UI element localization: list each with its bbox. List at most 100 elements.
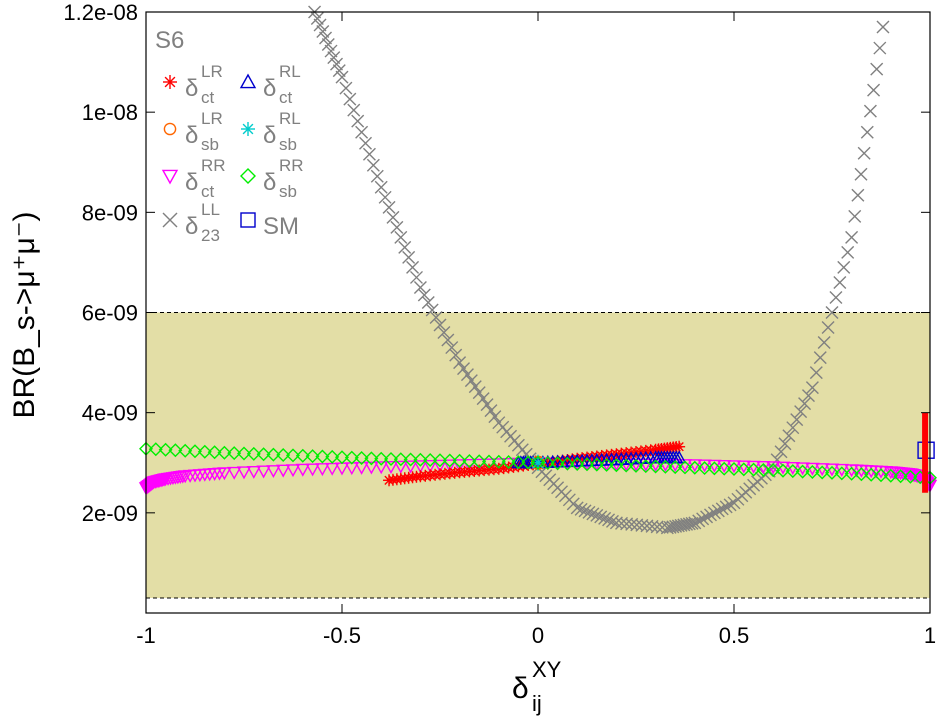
data-point-stroke — [821, 321, 835, 335]
data-point-stroke — [666, 520, 680, 534]
data-point — [383, 461, 399, 474]
data-point — [658, 459, 673, 474]
data-point — [645, 519, 659, 533]
data-point-stroke — [615, 516, 628, 530]
data-point-stroke — [790, 413, 804, 427]
data-point — [663, 520, 677, 534]
data-point-stroke — [857, 146, 871, 160]
data-point — [364, 451, 379, 466]
data-point — [785, 464, 800, 479]
data-point — [609, 458, 624, 473]
data-point — [464, 374, 478, 388]
data-point — [425, 303, 439, 317]
legend-label-sup: LR — [201, 109, 223, 128]
data-point — [491, 454, 506, 469]
data-point — [594, 510, 608, 524]
data-point-stroke — [663, 520, 677, 534]
data-point — [462, 459, 477, 472]
data-point-stroke — [707, 506, 721, 520]
data-point — [736, 462, 751, 477]
data-point-stroke — [319, 31, 333, 45]
data-point-stroke — [594, 510, 608, 524]
data-point — [521, 455, 536, 470]
data-point — [370, 169, 384, 183]
data-point-stroke — [570, 501, 584, 515]
data-point — [207, 445, 222, 460]
data-point-stroke — [602, 513, 616, 527]
data-point — [413, 452, 428, 467]
data-point — [409, 270, 423, 284]
legend-label-base: δ — [185, 169, 198, 196]
data-point — [629, 458, 643, 473]
data-point — [452, 453, 467, 468]
data-point — [776, 463, 790, 478]
data-point-stroke — [682, 517, 696, 531]
data-point — [666, 520, 680, 534]
data-point — [715, 502, 729, 516]
data-point — [335, 450, 349, 465]
data-point — [468, 380, 482, 394]
data-point — [867, 83, 881, 97]
data-point — [630, 518, 644, 532]
data-point — [589, 457, 604, 472]
data-point — [863, 104, 877, 118]
data-point-stroke — [417, 288, 431, 302]
legend-marker-stroke — [164, 76, 176, 88]
data-point-stroke — [406, 260, 420, 274]
data-point — [460, 368, 474, 382]
data-point — [619, 458, 634, 473]
data-point-stroke — [378, 190, 392, 204]
data-point — [590, 508, 604, 522]
data-point — [315, 449, 330, 464]
data-point — [217, 467, 232, 481]
legend-label-sup: RL — [279, 62, 301, 81]
data-point — [680, 517, 694, 531]
data-point-stroke — [845, 230, 859, 244]
data-point — [815, 465, 830, 480]
data-point — [678, 460, 692, 475]
data-point-stroke — [476, 392, 490, 406]
data-point-stroke — [429, 311, 443, 325]
data-point — [351, 114, 365, 128]
data-point — [256, 465, 271, 479]
data-point-stroke — [402, 250, 416, 264]
legend-marker — [163, 122, 177, 136]
data-point-stroke — [437, 326, 451, 340]
data-point — [472, 386, 486, 400]
data-point-stroke — [578, 504, 592, 518]
data-point-stroke — [630, 518, 644, 532]
y-tick-label: 1e-08 — [82, 100, 138, 125]
legend-marker — [240, 168, 256, 184]
data-point — [433, 318, 447, 332]
data-point-stroke — [359, 136, 373, 150]
data-point — [386, 210, 400, 224]
data-point — [640, 519, 654, 533]
data-point-stroke — [660, 521, 674, 535]
data-point — [795, 464, 810, 479]
data-point — [582, 505, 596, 519]
y-axis-title: BR(B_s->μ⁺μ⁻) — [8, 211, 41, 418]
x-axis-label-sub: ij — [532, 691, 542, 716]
data-point-stroke — [457, 362, 471, 376]
data-point-stroke — [460, 368, 474, 382]
data-point — [574, 502, 588, 516]
data-point — [236, 466, 252, 480]
data-point — [178, 443, 193, 458]
data-point — [354, 451, 369, 465]
data-point-stroke — [863, 104, 877, 118]
data-point — [305, 463, 320, 477]
data-point — [825, 306, 839, 319]
data-point-stroke — [703, 508, 717, 522]
data-point-stroke — [370, 169, 384, 183]
y-tick-label: 2e-09 — [82, 501, 138, 526]
data-point — [319, 31, 333, 45]
data-point — [168, 443, 183, 458]
data-point — [794, 405, 808, 419]
data-point-stroke — [324, 44, 338, 58]
data-point-stroke — [343, 92, 357, 106]
data-point — [449, 348, 463, 362]
y-tick-label: 1.2e-08 — [63, 0, 138, 25]
